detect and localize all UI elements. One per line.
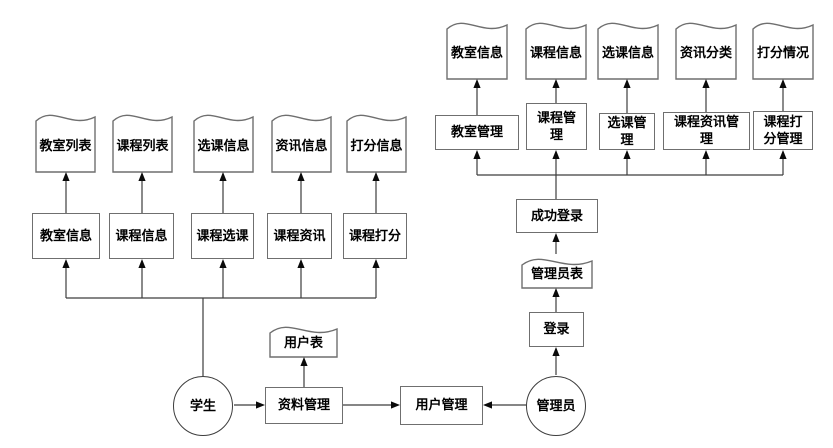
process-course-rating-mgmt: 课程打 分管理	[753, 111, 813, 150]
arrowhead	[623, 79, 631, 88]
actor-admin: 管理员	[526, 376, 586, 436]
arrowhead	[297, 172, 305, 181]
process-course-news: 课程资讯	[267, 213, 332, 259]
arrowhead	[62, 259, 70, 268]
arrowhead	[779, 150, 787, 159]
store-selection-info: 选课信息	[601, 46, 654, 61]
document-shape	[752, 22, 814, 80]
process-course-news-mgmt: 课程资讯管 理	[663, 112, 750, 150]
arrowhead	[62, 172, 70, 181]
arrowhead	[552, 233, 560, 242]
store-classroom-list: 教室列表	[39, 138, 92, 154]
process-course-rating: 课程打分	[343, 213, 407, 259]
document-shape	[346, 114, 407, 173]
document-shape	[112, 114, 173, 173]
arrowhead	[552, 79, 560, 88]
document-shape	[269, 326, 338, 358]
arrowhead	[138, 259, 146, 268]
store-course-info: 课程信息	[529, 46, 582, 61]
arrowhead	[372, 172, 380, 181]
store-news-info: 资讯信息	[275, 138, 328, 154]
store-course-selection-info: 选课信息	[197, 138, 250, 154]
document-shape	[271, 114, 332, 173]
store-rating-status: 打分情况	[756, 46, 809, 61]
arrowhead	[552, 288, 560, 297]
arrowhead	[219, 259, 227, 268]
process-login: 登录	[529, 312, 584, 347]
process-classroom-info: 教室信息	[32, 213, 100, 259]
process-classroom-mgmt: 教室管理	[435, 115, 519, 150]
arrowhead	[473, 79, 481, 88]
arrowhead	[702, 150, 710, 159]
store-course-list: 课程列表	[116, 138, 169, 154]
document-shape	[521, 258, 593, 289]
arrowhead	[702, 79, 710, 88]
document-shape	[525, 22, 587, 80]
arrowhead	[256, 401, 265, 409]
document-shape	[193, 114, 254, 173]
arrowhead	[391, 401, 400, 409]
document-shape	[446, 22, 508, 80]
document-shape	[597, 22, 659, 80]
store-rating-info: 打分信息	[350, 138, 403, 154]
actor-student: 学生	[173, 376, 233, 436]
arrowhead	[297, 259, 305, 268]
process-selection-mgmt: 选课管 理	[599, 113, 655, 150]
arrowhead	[779, 79, 787, 88]
process-login-success: 成功登录	[516, 199, 598, 233]
arrowhead	[623, 150, 631, 159]
document-shape	[35, 114, 96, 173]
process-course-info: 课程信息	[109, 213, 174, 259]
process-profile-mgmt: 资料管理	[265, 387, 343, 424]
arrowhead	[473, 150, 481, 159]
arrowhead	[372, 259, 380, 268]
process-course-selection: 课程选课	[191, 213, 254, 259]
process-course-mgmt: 课程管 理	[526, 103, 587, 150]
store-classroom-info: 教室信息	[450, 46, 503, 61]
document-shape	[675, 22, 737, 80]
process-user-mgmt: 用户管理	[400, 386, 483, 425]
arrowhead	[552, 347, 560, 356]
arrowhead	[219, 172, 227, 181]
arrowhead	[483, 401, 492, 409]
arrowhead	[300, 357, 308, 366]
store-news-category: 资讯分类	[679, 46, 732, 61]
arrowhead	[138, 172, 146, 181]
arrowhead	[552, 150, 560, 159]
store-user-table: 用户表	[283, 335, 323, 351]
store-admin-table: 管理员表	[530, 267, 583, 282]
